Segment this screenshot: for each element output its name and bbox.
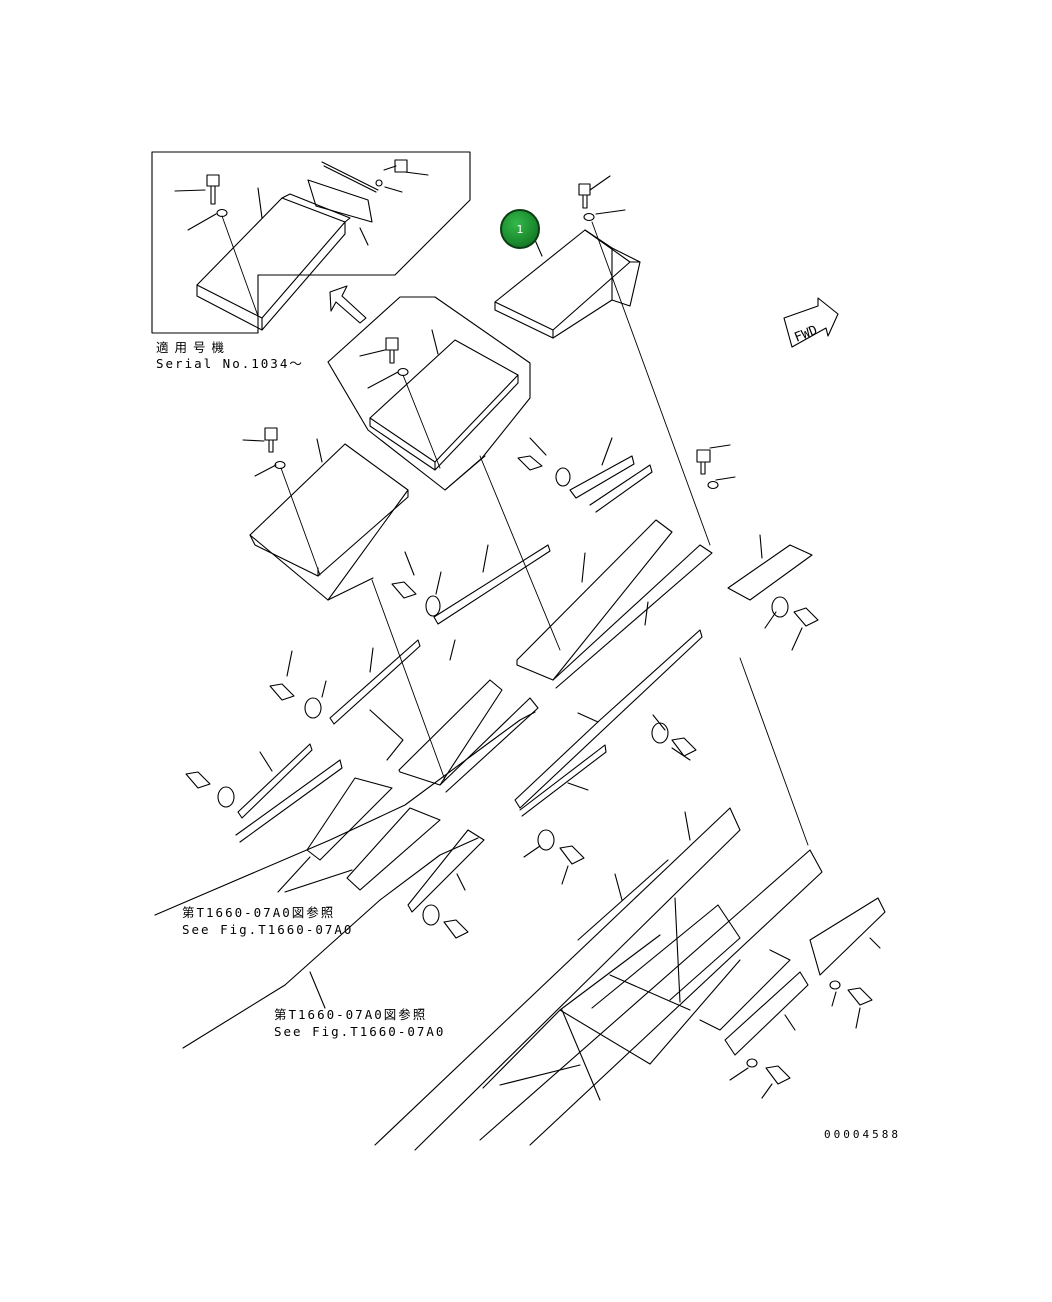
inset-washer-icon [216,208,228,218]
item-callout-1[interactable]: 1 [500,209,540,249]
inset-label-jp: 適用号機 [156,340,231,355]
side-rail-1 [154,711,536,916]
inset-washer-icon-2 [375,179,383,187]
inset-arrow-icon [329,285,367,324]
bolt-washer-sets [185,437,873,1099]
drawing-number: 00004588 [824,1128,901,1141]
inset-bolt-icon [206,174,220,205]
inset-bolt-icon-2 [383,159,408,173]
inset-detail-box [151,151,471,334]
fwd-arrow-icon [783,297,839,348]
cover-panel-3 [242,427,409,601]
reference-label-en-2: See Fig.T1660-07A0 [274,1024,446,1039]
reference-arrow-1 [277,856,311,893]
cover-panel-2 [327,296,531,491]
top-cover-panel [494,175,641,339]
main-frame [374,807,886,1151]
side-strips [235,455,813,913]
reference-label-en-1: See Fig.T1660-07A0 [182,922,354,937]
reference-arrow-2 [284,869,353,893]
fwd-text: FWD [792,323,820,346]
reference-label-jp-2: 第T1660-07A0図参照 [274,1007,428,1022]
reference-label-jp-1: 第T1660-07A0図参照 [182,905,336,920]
reference-arrow-3 [309,971,326,1009]
callout-number: 1 [516,222,524,236]
side-rail-2 [182,837,479,1049]
inset-label-serial: Serial No.1034～ [156,356,304,371]
